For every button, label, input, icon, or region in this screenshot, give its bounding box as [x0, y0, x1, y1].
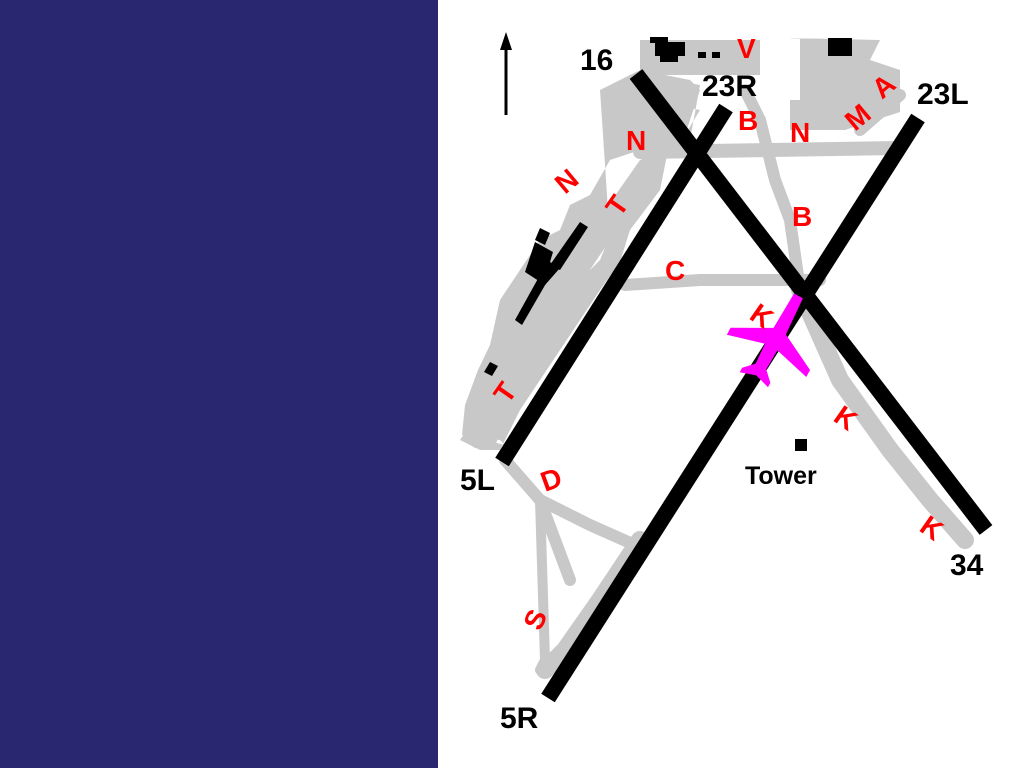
taxiway-label-n-east: N [790, 117, 810, 148]
terminal-stub [535, 228, 550, 245]
hangar-northeast [828, 38, 852, 56]
building-dash-1 [698, 52, 706, 58]
buildings-layer [484, 37, 852, 451]
runway-5r-23l [541, 113, 925, 703]
apron-marker [484, 362, 498, 376]
taxiway-label-b-top: B [738, 105, 758, 136]
terminal-concourse [550, 222, 588, 270]
taxiway-label-n-center: N [626, 125, 646, 156]
runway-label-5r: 5R [500, 702, 539, 735]
airport-diagram: 16 23R 23L 5L 34 5R V A M N B N N T B C … [438, 0, 1024, 768]
northeast-apron [790, 38, 900, 130]
taxiway-label-b-mid: B [792, 201, 812, 232]
runway-layer [495, 69, 993, 703]
runway-label-5l: 5L [460, 464, 495, 497]
runway-labels: 16 23R 23L 5L 34 5R [460, 44, 984, 735]
airport-map: 16 23R 23L 5L 34 5R V A M N B N N T B C … [460, 32, 993, 735]
airplane-icon [726, 293, 811, 388]
runway-label-23l: 23L [917, 78, 969, 111]
runway-5l-23r [495, 103, 733, 467]
terminal-building-north-2 [650, 37, 668, 43]
runway-label-34: 34 [950, 549, 984, 582]
terminal-main [525, 242, 560, 285]
west-apron-block [463, 75, 700, 448]
taxiway-b-upper [739, 84, 766, 126]
terminal-building-north [655, 42, 685, 56]
runway-label-16: 16 [580, 44, 613, 77]
north-arrow-icon [500, 32, 512, 115]
taxiway-label-n-west: N [549, 163, 584, 200]
taxiway-label-v: V [737, 33, 756, 64]
taxiway-m [854, 89, 906, 136]
taxiway-s [536, 531, 649, 679]
tower-building [795, 439, 807, 451]
taxiway-b [754, 114, 806, 296]
terminal-pier [515, 275, 548, 325]
tower-label: Tower [745, 462, 817, 490]
taxiway-label-c: C [665, 255, 685, 286]
taxiway-s-west [535, 495, 550, 675]
taxiway-layer [460, 38, 974, 679]
hangar-north [660, 55, 678, 62]
taxiway-c [619, 274, 826, 291]
taxiway-d [499, 454, 641, 551]
side-panel [0, 0, 438, 768]
taxiway-k [791, 281, 974, 549]
building-dash-2 [712, 52, 720, 58]
runway-label-23r: 23R [702, 70, 757, 103]
